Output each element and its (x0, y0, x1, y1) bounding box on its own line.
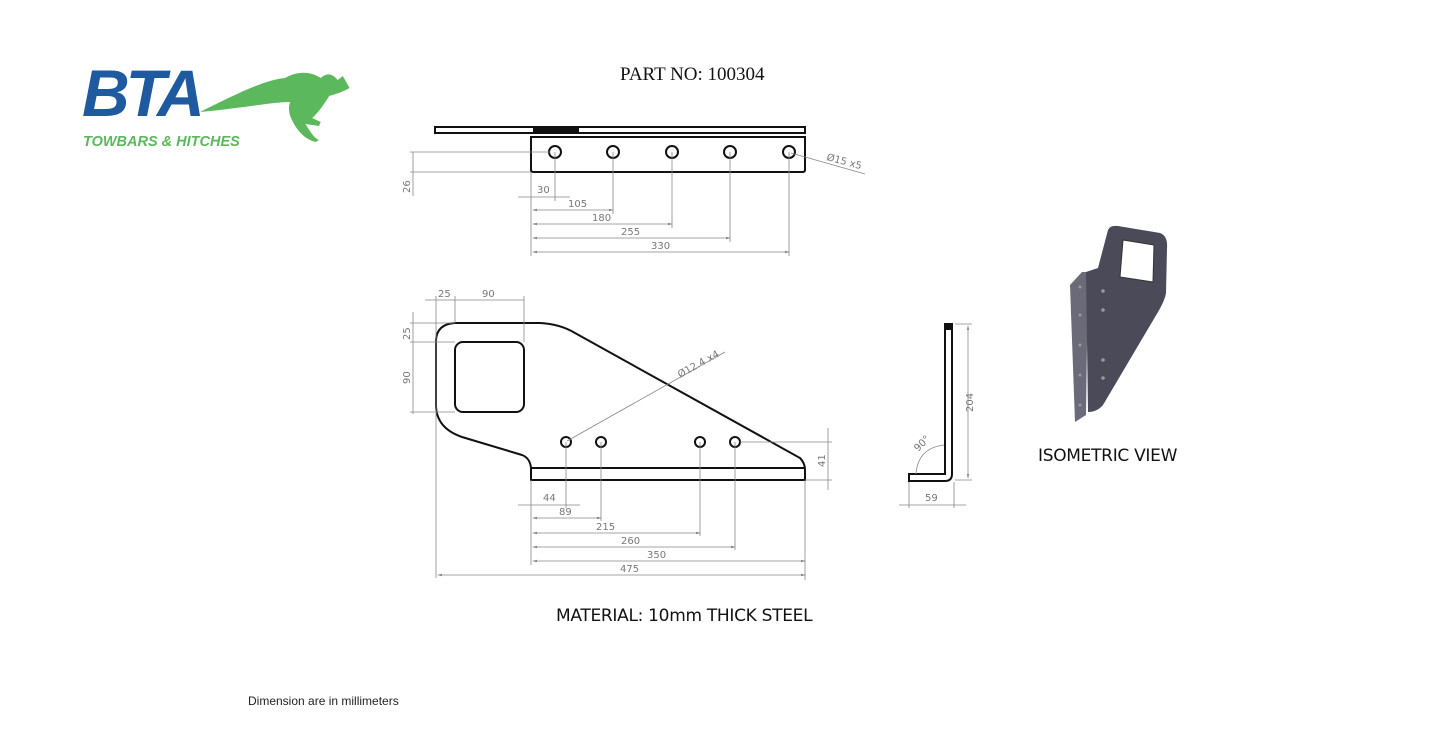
logo-brand: BTA (82, 56, 201, 130)
dim-215: 215 (596, 522, 615, 533)
dim-475: 475 (620, 564, 639, 575)
dim-330: 330 (651, 241, 670, 252)
front-view-holes (560, 436, 741, 448)
dim-26: 26 (402, 180, 413, 193)
units-note: Dimension are in millimeters (248, 694, 399, 708)
isometric-view-label: ISOMETRIC VIEW (1038, 446, 1178, 466)
dim-left-90: 90 (402, 371, 413, 384)
top-view: 26 30 105 180 255 330 Ø15 x5 (402, 126, 866, 256)
dim-angle: 90° (912, 434, 932, 454)
dim-180: 180 (592, 213, 611, 224)
dim-59: 59 (925, 493, 938, 504)
hole-callout-15: Ø15 x5 (825, 151, 863, 172)
bta-logo: BTA TOWBARS & HITCHES (82, 56, 350, 150)
dim-41: 41 (817, 454, 828, 467)
dim-350: 350 (647, 550, 666, 561)
dim-204: 204 (965, 393, 976, 412)
dim-255: 255 (621, 227, 640, 238)
dim-89: 89 (559, 507, 572, 518)
logo-tagline: TOWBARS & HITCHES (83, 134, 240, 150)
dim-44: 44 (543, 493, 556, 504)
dim-top-90: 90 (482, 289, 495, 300)
dim-left-25: 25 (402, 327, 413, 340)
dim-105: 105 (568, 199, 587, 210)
side-view: 204 59 90° (899, 323, 976, 508)
part-number: PART NO: 100304 (620, 64, 765, 85)
kangaroo-icon (200, 72, 350, 142)
dim-30: 30 (537, 185, 550, 196)
isometric-view: ISOMETRIC VIEW (1038, 225, 1178, 466)
dim-260: 260 (621, 536, 640, 547)
hole-callout-12-4: Ø12.4 x4 (676, 348, 722, 381)
dim-top-25: 25 (438, 289, 451, 300)
material-label: MATERIAL: 10mm THICK STEEL (556, 606, 813, 626)
front-view: 25 90 25 90 41 Ø12.4 x4 44 89 215 260 35… (402, 289, 832, 580)
